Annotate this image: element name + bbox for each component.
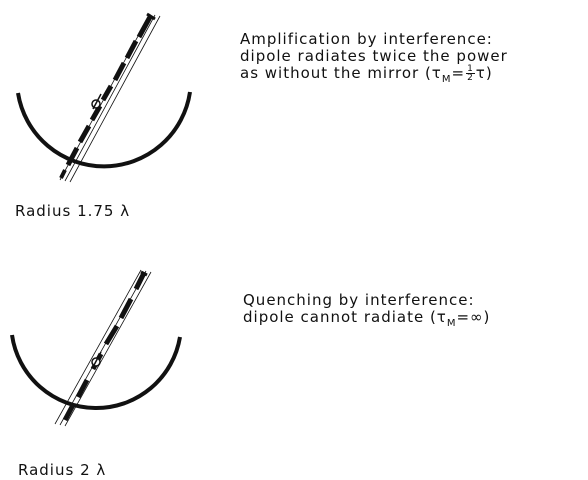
description-line: dipole radiates twice the power [240,47,508,65]
field-dash [136,15,153,39]
description-line: dipole cannot radiate (τM=∞) [243,309,490,332]
radius-label: Radius 2 λ [18,461,107,479]
description-line: Quenching by interference: [243,291,475,309]
field-dash [146,12,156,21]
tau-subscript: M [441,74,452,85]
wave-guide-line [64,271,152,427]
field-dash [75,378,90,399]
description-text: τ) [475,64,493,82]
fraction-denominator: 2 [467,73,474,83]
description-text: dipole cannot radiate (τ [243,308,447,326]
quenching-description: Quenching by interference: dipole cannot… [243,292,490,332]
spherical-mirror-arc [16,91,192,169]
field-dash [65,146,80,167]
fraction-numerator: 1 [466,64,475,74]
wave-guide-line [64,14,156,182]
radius-label: Radius 1.75 λ [15,202,131,220]
equals-sign: = [451,64,466,82]
field-dash [77,124,92,144]
field-dash [124,39,139,60]
dipole-arrow [92,93,102,110]
description-text: as without the mirror (τ [240,64,442,82]
field-dash [89,104,103,122]
wave-guide-line [59,270,147,426]
description-line: Amplification by interference: [240,30,493,48]
dipole-arrow [92,351,102,368]
field-dash [103,324,120,346]
description-text: =∞) [456,308,491,326]
field-dash [62,403,76,422]
tau-subscript: M [446,318,457,329]
wave-guide-line [54,269,142,425]
wave-guide-line [69,15,161,183]
field-dash [100,84,114,102]
field-dash [118,297,134,320]
field-dash [133,271,147,291]
spherical-mirror-arc [10,334,182,411]
field-dash [112,61,127,82]
field-dash [59,169,67,179]
amplification-description: Amplification by interference: dipole ra… [240,31,508,88]
